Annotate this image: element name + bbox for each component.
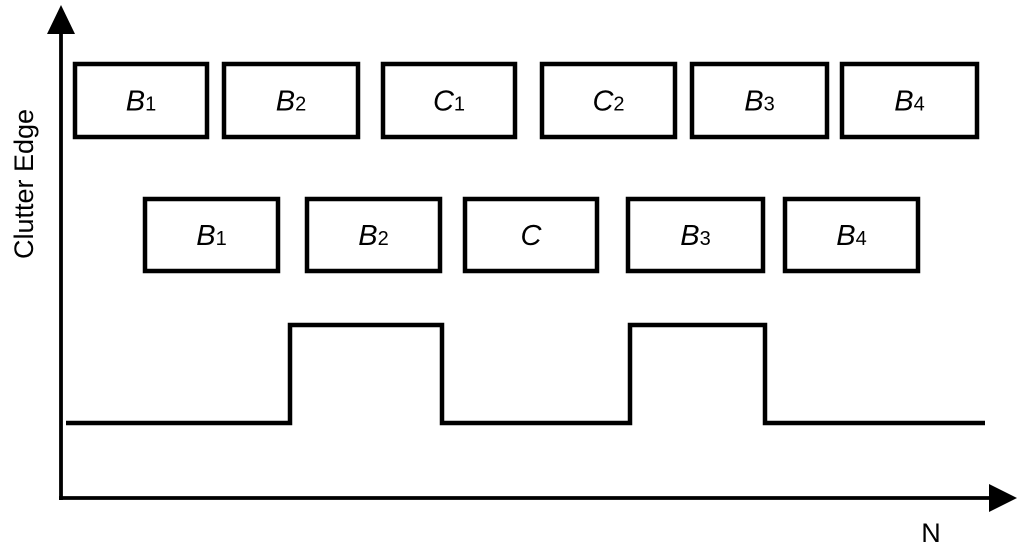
diagram-box-b1: B1	[142, 196, 281, 274]
box-outline	[839, 61, 980, 140]
box-label: C2	[592, 86, 624, 118]
diagram-box-c: C	[462, 196, 600, 274]
box-outline	[782, 196, 921, 274]
box-outline	[304, 196, 443, 274]
box-outline	[221, 61, 361, 140]
box-outline	[380, 61, 518, 140]
diagram-box-b2: B2	[304, 196, 443, 274]
diagram-box-c2: C2	[539, 61, 678, 140]
x-axis-arrowhead-icon	[989, 484, 1017, 512]
y-axis	[47, 5, 75, 500]
box-label: B4	[836, 220, 866, 252]
box-outline	[625, 196, 766, 274]
box-label: C1	[433, 86, 465, 118]
diagram-box-c1: C1	[380, 61, 518, 140]
diagram-box-b1: B1	[72, 61, 210, 140]
box-outline	[462, 196, 600, 274]
box-label: C	[521, 220, 543, 252]
y-axis-label: Clutter Edge	[9, 109, 39, 259]
diagram-box-b2: B2	[221, 61, 361, 140]
y-axis-arrowhead-icon	[47, 5, 75, 34]
diagram-box-b4: B4	[839, 61, 980, 140]
x-axis	[59, 484, 1017, 512]
diagram-box-b4: B4	[782, 196, 921, 274]
box-label: B1	[196, 220, 226, 252]
box-label: B3	[744, 86, 774, 118]
box-outline	[539, 61, 678, 140]
box-outline	[72, 61, 210, 140]
box-outline	[142, 196, 281, 274]
box-label: B4	[894, 86, 924, 118]
box-label: B1	[126, 86, 156, 118]
box-label: B2	[276, 86, 306, 118]
x-axis-label: N	[921, 518, 941, 548]
box-outline	[689, 61, 830, 140]
diagram-box-b3: B3	[625, 196, 766, 274]
diagram-box-b3: B3	[689, 61, 830, 140]
clutter-edge-wave	[66, 322, 985, 426]
box-label: B3	[680, 220, 710, 252]
box-label: B2	[358, 220, 388, 252]
